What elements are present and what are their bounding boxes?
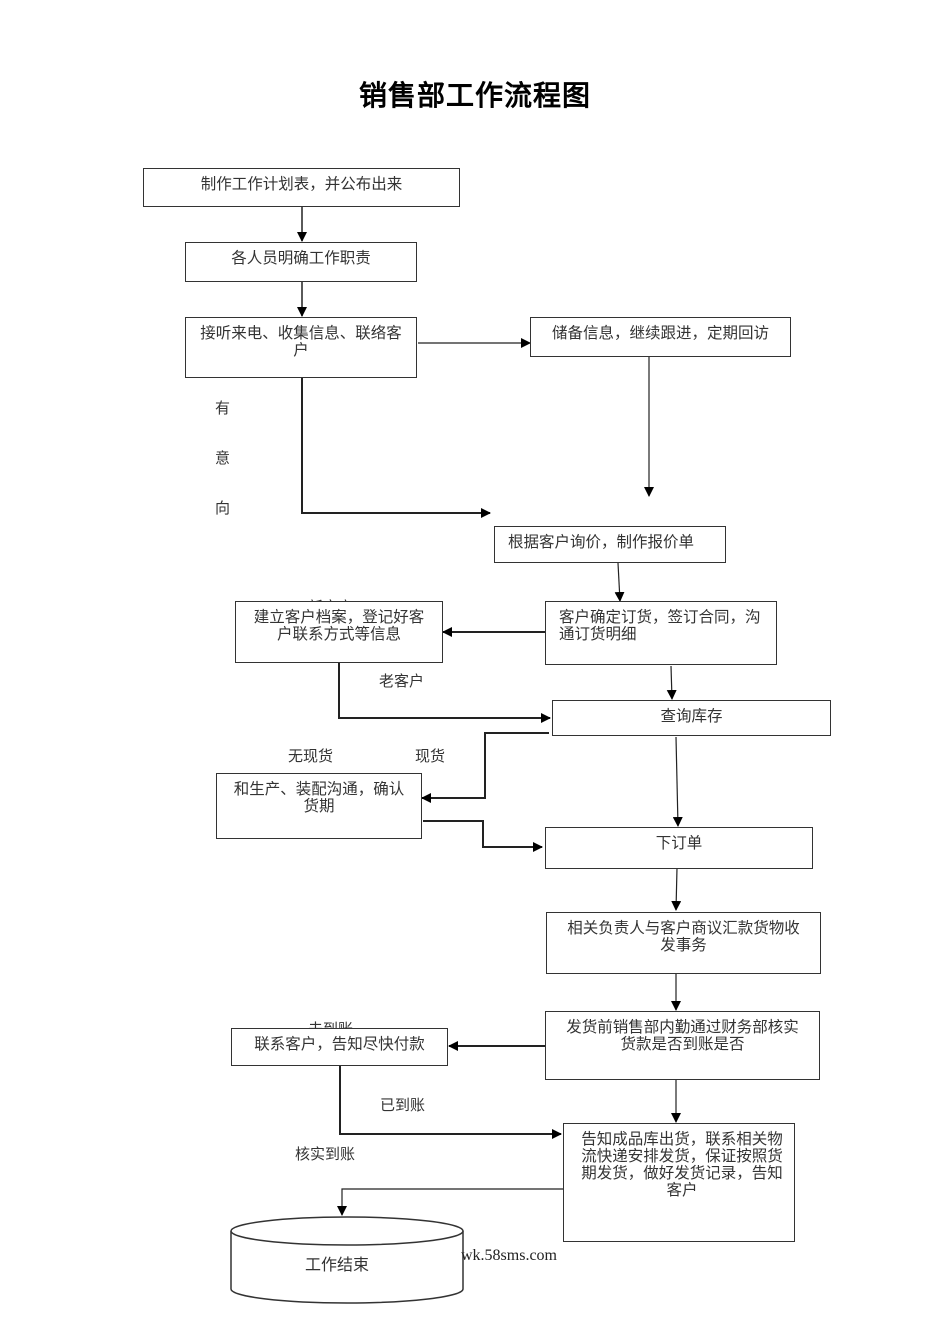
node-production-text: 和生产、装配沟通，确认货期 [233,780,405,815]
cylinder-top [230,1216,464,1246]
node-end-text: 工作结束 [305,1255,370,1274]
node-inventory: 查询库存 [552,700,831,736]
arrow-quote-to-confirm [614,562,625,602]
node-duties: 各人员明确工作职责 [185,242,417,282]
node-contact-text: 接听来电、收集信息、联络客户 [200,324,402,359]
arrow-remind-to-ship [339,1066,562,1139]
label-intent-2: 意 [215,449,231,467]
label-no-stock: 无现货 [288,747,334,765]
arrow-archive-to-inventory [338,663,551,723]
node-reserve-text: 储备信息，继续跟进，定期回访 [551,324,769,342]
node-archive-text: 建立客户档案，登记好客户联系方式等信息 [253,608,425,643]
node-verify-text: 发货前销售部内勤通过财务部核实货款是否到账是否 [566,1018,799,1053]
label-unpaid: 未到账 [308,1018,353,1028]
node-order: 下订单 [545,827,813,869]
node-ship: 告知成品库出货，联系相关物流快递安排发货，保证按照货期发货，做好发货记录，告知客… [563,1123,795,1242]
arrow-ship-to-end [337,1188,563,1216]
arrow-production-to-order [423,820,543,852]
node-verify: 发货前销售部内勤通过财务部核实货款是否到账是否 [545,1011,820,1080]
node-negotiate-text: 相关负责人与客户商议汇款货物收发事务 [567,919,800,954]
node-production: 和生产、装配沟通，确认货期 [216,773,422,839]
page-title: 销售部工作流程图 [358,79,591,112]
arrow-inventory-to-production [421,732,549,803]
node-negotiate: 相关负责人与客户商议汇款货物收发事务 [546,912,821,974]
cylinder-body [230,1231,464,1304]
node-remind: 联系客户，告知尽快付款 [231,1028,448,1066]
node-plan-text: 制作工作计划表，并公布出来 [200,175,403,193]
arrow-inventory-to-order [672,736,683,827]
label-old-customer: 老客户 [379,672,425,690]
arrow-confirm-to-inventory [666,665,677,700]
label-intent-3: 向 [215,499,231,517]
watermark: wk.58sms.com [461,1247,557,1264]
node-duties-text: 各人员明确工作职责 [231,249,371,267]
label-intent-1: 有 [215,399,231,417]
node-inventory-text: 查询库存 [660,707,723,725]
node-quote-text: 根据客户询价，制作报价单 [508,533,695,551]
node-confirm: 客户确定订货，签订合同，沟通订货明细 [545,601,777,665]
node-ship-text: 告知成品库出货，联系相关物流快递安排发货，保证按照货期发货，做好发货记录，告知客… [581,1130,783,1199]
label-check-paid: 核实到账 [295,1145,356,1163]
node-remind-text: 联系客户，告知尽快付款 [254,1035,425,1053]
node-plan: 制作工作计划表，并公布出来 [143,168,460,207]
node-contact: 接听来电、收集信息、联络客户 [185,317,417,378]
node-reserve: 储备信息，继续跟进，定期回访 [530,317,791,357]
node-archive: 建立客户档案，登记好客户联系方式等信息 [235,601,443,663]
label-in-stock: 现货 [415,747,446,765]
node-order-text: 下订单 [655,834,703,852]
node-end-cylinder [230,1216,464,1304]
node-quote: 根据客户询价，制作报价单 [494,526,726,563]
node-confirm-text: 客户确定订货，签订合同，沟通订货明细 [559,608,761,643]
arrow-order-to-negotiate [671,867,682,911]
label-paid: 已到账 [380,1096,426,1114]
arrow-intent-to-quote [301,378,491,518]
